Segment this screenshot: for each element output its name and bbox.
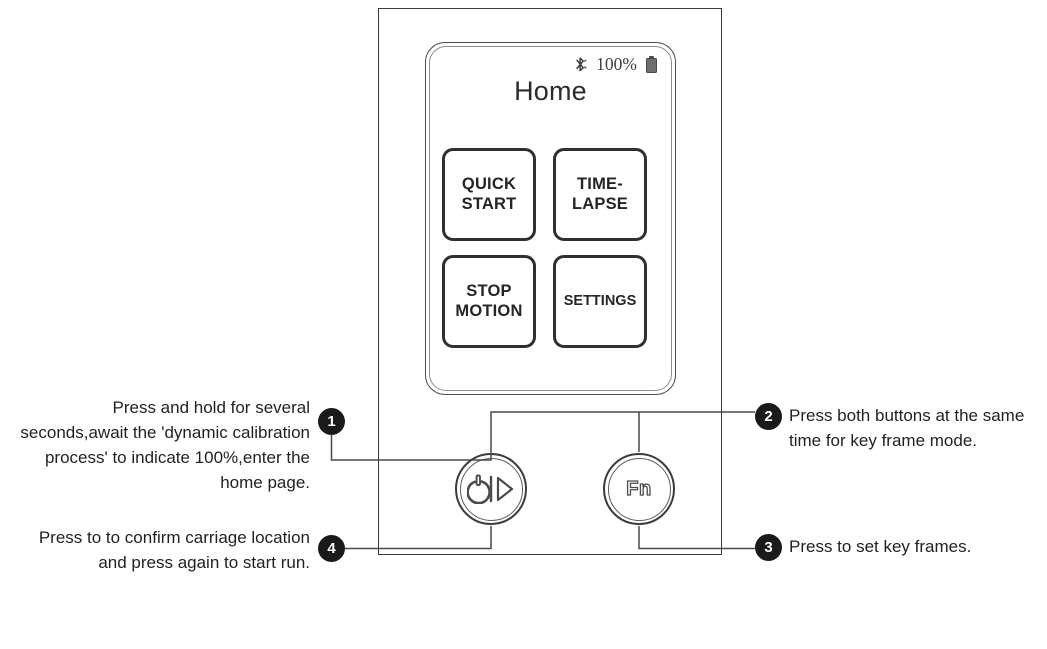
callout-text-2: Press both buttons at the same time for … [789,406,1025,450]
battery-icon [646,55,657,73]
power-play-icon [455,453,527,525]
bluetooth-icon [574,56,587,73]
callout-badge-3: 3 [755,534,782,561]
fn-button[interactable]: Fn [603,453,675,525]
status-bar: 100% [440,53,661,75]
tile-time-lapse[interactable]: TIME-LAPSE [553,148,647,241]
screen-title: Home [514,76,587,106]
callout-badge-2: 2 [755,403,782,430]
callout-text-3: Press to set key frames. [789,537,972,556]
fn-icon: Fn [603,453,675,525]
tile-time-lapse-label: TIME-LAPSE [571,175,628,213]
callout-badge-1: 1 [318,408,345,435]
callout-text-1: Press and hold for several seconds,await… [20,398,310,492]
power-play-button[interactable] [455,453,527,525]
fn-button-outer-ring [603,453,675,525]
fn-button-inner-ring [607,457,671,521]
fn-button-label: Fn [626,477,652,500]
callout-badge-4: 4 [318,535,345,562]
tile-settings[interactable]: SETTINGS [553,255,647,348]
battery-percent-label: 100% [596,53,637,74]
tile-settings-label: SETTINGS [563,293,637,310]
callout-text-4: Press to to confirm carriage location an… [38,528,310,572]
